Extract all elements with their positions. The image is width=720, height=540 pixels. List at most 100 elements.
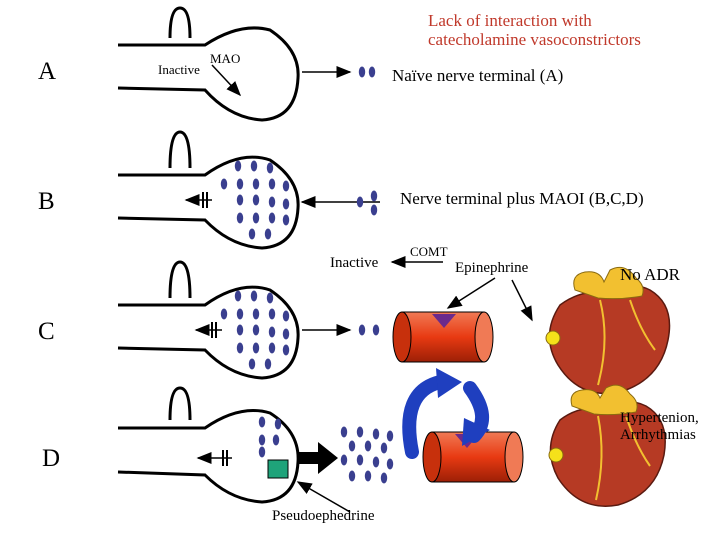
vesicle bbox=[370, 190, 378, 202]
vesicles bbox=[220, 66, 394, 484]
vesicle bbox=[252, 178, 260, 190]
vesicle bbox=[358, 66, 366, 78]
pseudoephedrine-pointer bbox=[296, 481, 351, 513]
label-lack-of-interaction: Lack of interaction with catecholamine v… bbox=[428, 11, 641, 49]
vesicle bbox=[386, 430, 394, 442]
vesicle bbox=[248, 358, 256, 370]
row-label-d: D bbox=[42, 445, 61, 472]
vesicle bbox=[252, 212, 260, 224]
vesicle bbox=[252, 324, 260, 336]
vesicle bbox=[356, 454, 364, 466]
action-potential-a bbox=[168, 6, 192, 39]
vesicle bbox=[258, 434, 266, 446]
terminal-outline-b bbox=[117, 155, 300, 250]
vesicle bbox=[248, 228, 256, 240]
heart-body-c bbox=[548, 284, 671, 395]
label-hypertension: Hypertenion, Arrhythmias bbox=[620, 410, 699, 443]
vesicle bbox=[274, 418, 282, 430]
vesicle bbox=[282, 214, 290, 226]
vesicle bbox=[272, 434, 280, 446]
epinephrine-to-heart-arrow bbox=[511, 279, 533, 322]
vesicle bbox=[268, 196, 276, 208]
vesicle bbox=[364, 470, 372, 482]
action-potential-b bbox=[168, 130, 192, 169]
vesicle bbox=[220, 178, 228, 190]
vesicle bbox=[268, 212, 276, 224]
vessel-opening-d bbox=[504, 431, 524, 483]
vesicle bbox=[252, 308, 260, 320]
vesicle bbox=[266, 292, 274, 304]
vesicle bbox=[356, 426, 364, 438]
vessel-opening-c bbox=[474, 311, 494, 363]
vesicle bbox=[340, 454, 348, 466]
heart-fat-d bbox=[570, 384, 638, 416]
heart-receptor-c bbox=[545, 330, 561, 346]
vesicle bbox=[234, 160, 242, 172]
terminal-outline-a bbox=[117, 26, 300, 122]
label-inactive-comt: Inactive bbox=[330, 255, 379, 271]
cycle-arrowhead-left bbox=[436, 368, 462, 398]
heart-fat-c bbox=[573, 266, 644, 300]
row-label-a: A bbox=[38, 58, 57, 85]
vesicle bbox=[264, 228, 272, 240]
vesicle bbox=[258, 416, 266, 428]
vesicle bbox=[236, 308, 244, 320]
vesicle bbox=[236, 178, 244, 190]
action-potential-c bbox=[168, 260, 192, 299]
label-pseudoephedrine: Pseudoephedrine bbox=[272, 508, 375, 524]
vesicle bbox=[234, 290, 242, 302]
row-label-c: C bbox=[38, 318, 55, 345]
vesicle bbox=[250, 160, 258, 172]
terminal-d bbox=[117, 386, 351, 513]
displacement-arrow-d bbox=[298, 442, 338, 474]
vesicle bbox=[268, 308, 276, 320]
label-inactive-a: Inactive bbox=[158, 62, 200, 77]
cycle-arrowhead-right bbox=[462, 418, 490, 446]
vesicle bbox=[282, 198, 290, 210]
vesicle bbox=[372, 456, 380, 468]
vesicle bbox=[268, 178, 276, 190]
cycle-arrow-left bbox=[402, 375, 447, 459]
pseudoephedrine-molecule-in-terminal bbox=[267, 459, 289, 479]
heart-d bbox=[548, 384, 666, 507]
vesicle bbox=[282, 328, 290, 340]
label-naive-terminal: Naïve nerve terminal (A) bbox=[392, 66, 564, 85]
vesicle bbox=[380, 442, 388, 454]
vesicle bbox=[268, 326, 276, 338]
terminal-a bbox=[117, 6, 352, 122]
vesicle bbox=[372, 428, 380, 440]
label-maoi-terminal: Nerve terminal plus MAOI (B,C,D) bbox=[400, 189, 644, 208]
vesicle bbox=[358, 324, 366, 336]
receptor-c bbox=[432, 314, 456, 328]
label-epinephrine: Epinephrine bbox=[455, 260, 529, 276]
vesicle bbox=[356, 196, 364, 208]
vesicle bbox=[266, 162, 274, 174]
vesicle bbox=[370, 204, 378, 216]
label-comt: COMT bbox=[410, 244, 448, 259]
vesicle bbox=[236, 194, 244, 206]
vesicle bbox=[282, 180, 290, 192]
row-label-b: B bbox=[38, 188, 55, 215]
vesicle bbox=[368, 66, 376, 78]
heart-c bbox=[545, 266, 671, 395]
vesicle bbox=[282, 310, 290, 322]
vesicle bbox=[258, 446, 266, 458]
vesicle bbox=[372, 324, 380, 336]
heart-receptor-d bbox=[548, 447, 564, 463]
vessel-end-c bbox=[392, 311, 412, 363]
label-no-adr: No ADR bbox=[620, 265, 680, 284]
vesicle bbox=[348, 470, 356, 482]
vesicle bbox=[236, 212, 244, 224]
terminal-b bbox=[117, 130, 380, 250]
vesicle bbox=[250, 290, 258, 302]
vesicle bbox=[236, 324, 244, 336]
vesicle bbox=[268, 342, 276, 354]
mao-arrow-a bbox=[211, 64, 242, 97]
vesicle bbox=[340, 426, 348, 438]
vesicle bbox=[252, 342, 260, 354]
label-mao: MAO bbox=[210, 51, 241, 66]
terminal-outline-d bbox=[117, 409, 300, 504]
vessel-c bbox=[392, 311, 494, 363]
